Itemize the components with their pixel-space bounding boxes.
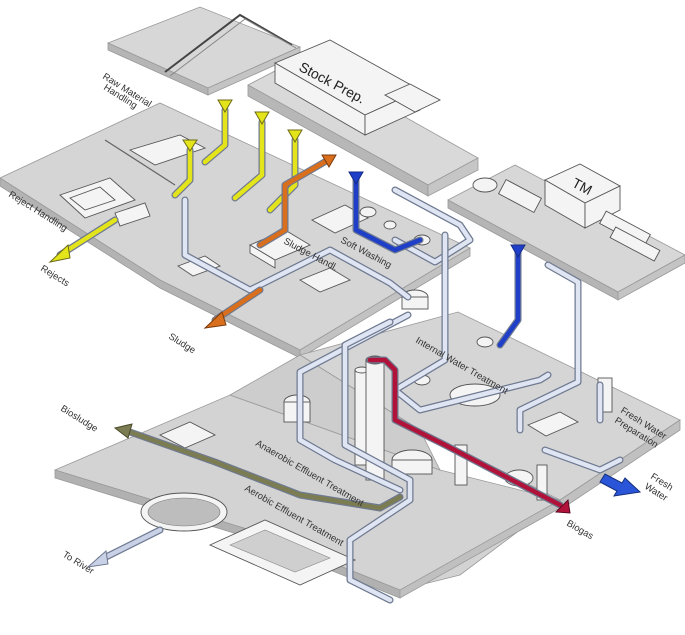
biosludge-flow bbox=[113, 423, 404, 512]
tank-icon bbox=[359, 206, 377, 218]
label-biosludge: Biosludge bbox=[58, 403, 99, 434]
river-flow bbox=[86, 526, 164, 568]
biogas-flow bbox=[366, 356, 571, 514]
equipment bbox=[59, 13, 613, 586]
fresh-water-flow bbox=[599, 473, 642, 497]
label-rejects: Rejects bbox=[38, 263, 71, 289]
flows bbox=[48, 99, 642, 568]
label-sludge: Sludge bbox=[166, 331, 197, 356]
label-to-river: To River bbox=[60, 549, 95, 577]
water-pipes bbox=[181, 186, 624, 604]
sludge-flow bbox=[203, 154, 337, 329]
conveyor-icon bbox=[164, 13, 293, 73]
label-biogas: Biogas bbox=[565, 518, 596, 542]
arrow-icon bbox=[48, 243, 71, 263]
rejects-flow bbox=[48, 99, 303, 263]
soft-water-flow bbox=[348, 171, 526, 349]
platforms bbox=[0, 6, 685, 599]
